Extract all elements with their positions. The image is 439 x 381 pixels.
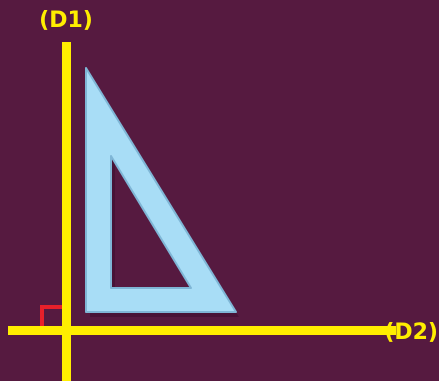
right-triangle-set-square-icon — [85, 67, 237, 313]
line-d2 — [8, 326, 396, 335]
right-angle-marker — [40, 305, 62, 330]
line-d2-label: (D2) — [384, 320, 438, 345]
line-d1-label: (D1) — [39, 8, 93, 33]
line-d1 — [62, 42, 71, 381]
